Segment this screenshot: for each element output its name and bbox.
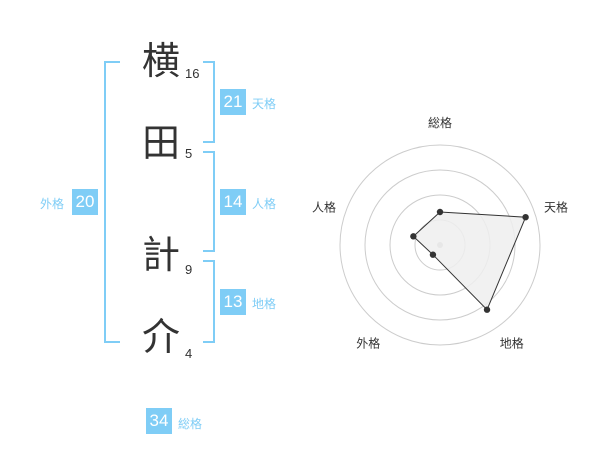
name-char-2: 田 [141, 121, 180, 165]
name-char-4: 介 [141, 315, 180, 359]
stroke-count-3: 9 [185, 262, 193, 277]
chikaku-value: 13 [220, 289, 246, 315]
soukaku-value: 34 [146, 408, 172, 434]
gaikaku-label: 外格 [40, 197, 65, 211]
radar-axis-label: 外格 [356, 336, 380, 351]
gaikaku-value: 20 [72, 189, 98, 215]
tenkaku-value: 21 [220, 89, 246, 115]
radar-data-point [429, 251, 437, 258]
radar-data-point [436, 208, 444, 216]
radar-axis-label: 天格 [544, 199, 568, 214]
radar-grid-ring [364, 169, 516, 321]
jinkaku-label: 人格 [252, 197, 277, 211]
soukaku-label: 総格 [178, 417, 203, 431]
stroke-count-2: 5 [185, 146, 193, 161]
stroke-count-1: 16 [185, 66, 200, 81]
radar-series-polygon [412, 211, 527, 311]
radar-grid-ring [339, 144, 541, 346]
chikaku-label: 地格 [252, 297, 277, 311]
stroke-count-4: 4 [185, 346, 193, 361]
tenkaku-label: 天格 [252, 97, 277, 111]
outer-bracket [104, 61, 120, 343]
chikaku-bracket [203, 260, 215, 343]
name-char-1: 横 [141, 39, 180, 83]
radar-data-point [483, 306, 491, 313]
radar-axis-label: 人格 [312, 199, 336, 214]
jinkaku-value: 14 [220, 189, 246, 215]
radar-axis-label: 地格 [500, 336, 524, 351]
radar-data-point [410, 233, 417, 240]
radar-data-point [522, 213, 529, 221]
tenkaku-bracket [203, 61, 215, 143]
radar-axis-label: 総格 [428, 115, 452, 130]
name-char-3: 計 [141, 233, 180, 277]
jinkaku-bracket [203, 151, 215, 252]
